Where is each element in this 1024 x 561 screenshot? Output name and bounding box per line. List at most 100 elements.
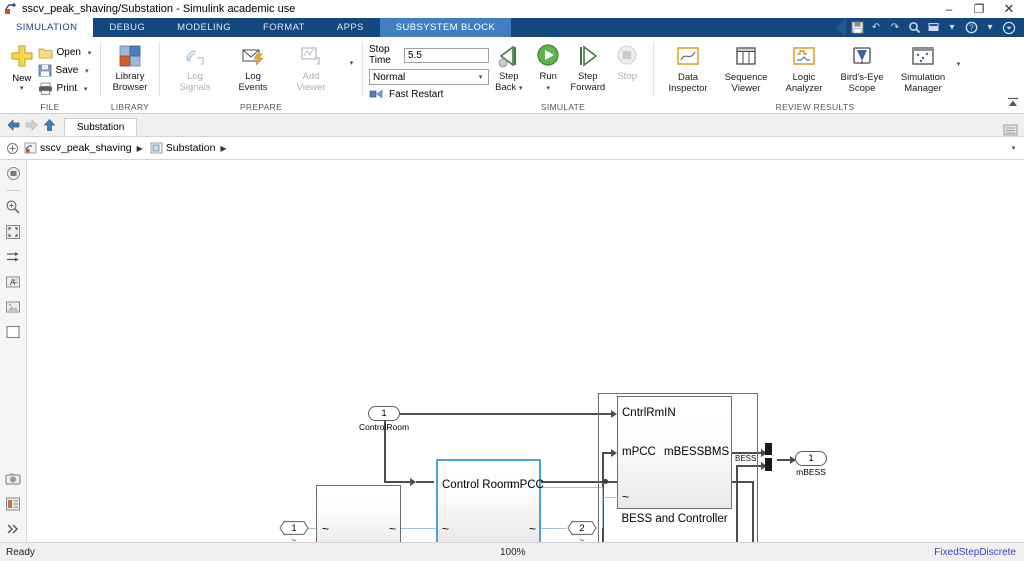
annotation-icon[interactable]: A <box>4 273 22 291</box>
qat-more-options-icon[interactable] <box>1001 20 1017 35</box>
data-inspector-icon <box>676 44 700 70</box>
status-zoom-level[interactable]: 100% <box>500 546 526 558</box>
simulation-mode-caret-icon[interactable]: ▾ <box>478 73 483 81</box>
stop-time-input[interactable] <box>404 47 489 63</box>
new-caret-icon[interactable]: ▾ <box>20 85 24 92</box>
outport-pcc[interactable]: 2 <box>567 521 597 535</box>
data-inspector-button[interactable]: Data Inspector <box>660 42 716 94</box>
back-arrow-icon[interactable] <box>6 118 21 132</box>
tab-subsystem-block[interactable]: SUBSYSTEM BLOCK <box>379 18 512 37</box>
simulation-mode-select[interactable]: Normal ▾ <box>369 69 489 85</box>
data-inspector-label-line2: Inspector <box>668 83 708 94</box>
stop-time-field[interactable]: Stop Time <box>369 44 489 66</box>
tab-apps[interactable]: APPS <box>336 22 364 33</box>
save-button[interactable]: Save ▾ <box>38 62 94 79</box>
signal-routing-icon[interactable] <box>4 248 22 266</box>
up-arrow-icon[interactable] <box>42 118 57 132</box>
birds-eye-scope-button[interactable]: Bird's-Eye Scope <box>832 42 892 94</box>
breadcrumb-item-model[interactable]: sscv_peak_shaving ▶ <box>24 142 145 154</box>
hex-port-shape-2 <box>567 521 597 535</box>
expand-panel-icon[interactable] <box>4 520 22 538</box>
maximize-button[interactable]: ❐ <box>973 2 985 16</box>
open-caret-icon[interactable]: ▾ <box>87 49 92 57</box>
prepare-overflow-caret-icon[interactable]: ▾ <box>349 60 354 67</box>
forward-arrow-icon[interactable] <box>24 118 39 132</box>
stop-button[interactable]: Stop <box>608 41 648 82</box>
block-transformer[interactable] <box>316 485 401 542</box>
log-signals-button[interactable]: Log Signals <box>166 41 224 93</box>
camera-icon[interactable] <box>4 470 22 488</box>
file-tab-substation[interactable]: Substation <box>64 118 138 136</box>
wire-mpcc-down <box>752 481 754 542</box>
arrow-into-bess-mpcc <box>611 449 617 457</box>
qat-search-icon[interactable] <box>906 20 922 35</box>
qat-layout-icon[interactable] <box>925 20 941 35</box>
library-browser-button[interactable]: Library Browser <box>107 41 153 93</box>
logic-analyzer-button[interactable]: Logic Analyzer <box>776 42 832 94</box>
run-button[interactable]: Run ▾ <box>529 41 569 94</box>
toolbar-separator <box>6 190 20 191</box>
notes-icon[interactable] <box>4 495 22 513</box>
ribbon-collapse-button[interactable] <box>1006 96 1020 111</box>
logic-analyzer-label-line1: Logic <box>792 72 816 83</box>
tab-simulation[interactable]: SIMULATION <box>0 18 94 37</box>
bess-port-tilde: ~ <box>622 490 630 504</box>
qat-layout-dropdown-icon[interactable]: ▾ <box>949 22 955 33</box>
fast-restart-icon <box>369 89 383 99</box>
stop-icon <box>614 43 640 69</box>
minimize-button[interactable]: – <box>945 2 953 16</box>
inport-transformer[interactable]: 1 <box>279 521 309 535</box>
step-back-caret-icon[interactable]: ▾ <box>518 85 523 92</box>
simulation-manager-button[interactable]: Simulation Manager <box>892 42 954 94</box>
print-button[interactable]: Print ▾ <box>38 80 94 97</box>
ribbon-group-review-results: Data Inspector Sequence <box>654 37 976 113</box>
qat-save-icon[interactable] <box>849 20 865 35</box>
outport-mbess[interactable]: 1 <box>795 451 827 466</box>
sequence-viewer-button[interactable]: Sequence Viewer <box>716 42 776 94</box>
log-signals-label-line1: Log <box>187 71 203 82</box>
run-caret-icon[interactable]: ▾ <box>546 85 550 92</box>
tab-format[interactable]: FORMAT <box>263 22 305 33</box>
add-viewer-button[interactable]: Add Viewer <box>282 41 340 93</box>
breadcrumb-item-substation[interactable]: Substation ▶ <box>150 142 229 154</box>
area-icon[interactable] <box>4 323 22 341</box>
breadcrumb-dropdown-caret-icon[interactable]: ▾ <box>1011 145 1016 152</box>
sequence-viewer-icon <box>734 44 758 70</box>
block-pcc-measurements[interactable] <box>436 459 541 542</box>
status-solver[interactable]: FixedStepDiscrete <box>934 546 1016 558</box>
zoom-icon[interactable] <box>4 198 22 216</box>
save-caret-icon[interactable]: ▾ <box>85 67 89 75</box>
title-bar: sscv_peak_shaving/Substation - Simulink … <box>0 0 1024 18</box>
block-pcc-port-label-mpcc: mPCC <box>510 479 544 491</box>
step-forward-label-line2: Forward <box>570 82 606 93</box>
expand-icon[interactable] <box>6 142 19 155</box>
fast-restart-button[interactable]: Fast Restart <box>369 88 489 100</box>
qat-help-icon[interactable]: ? <box>963 20 979 35</box>
mux-segment-bottom[interactable] <box>765 458 772 471</box>
print-caret-icon[interactable]: ▾ <box>83 85 88 93</box>
qat-undo-icon[interactable]: ↶ <box>871 22 881 33</box>
inport-controlroom[interactable]: 1 <box>368 406 400 421</box>
new-icon <box>9 43 35 72</box>
model-explorer-icon[interactable] <box>4 164 22 182</box>
fit-to-view-icon[interactable] <box>4 223 22 241</box>
log-events-button[interactable]: Log Events <box>224 41 282 93</box>
ribbon-tab-bar: SIMULATION DEBUG MODELING FORMAT APPS SU… <box>0 18 1024 37</box>
tab-debug[interactable]: DEBUG <box>109 22 146 33</box>
qat-redo-icon[interactable]: ↷ <box>890 22 900 33</box>
model-browser-icon[interactable] <box>1003 124 1018 136</box>
model-canvas[interactable]: ~ ~ Transformer 1 ~ 1 ControlRoom Contro… <box>27 160 1024 542</box>
block-bess-and-controller[interactable] <box>617 396 732 509</box>
library-browser-icon <box>118 43 142 69</box>
mux-segment-top[interactable] <box>765 443 772 455</box>
step-forward-button[interactable]: Step Forward <box>568 41 608 93</box>
block-pcc-port-label-controlroom: Control Room <box>442 479 513 491</box>
new-button[interactable]: New ▾ <box>6 41 38 92</box>
close-button[interactable]: ✕ <box>1003 1 1015 16</box>
step-back-button[interactable]: Step Back ▾ <box>489 41 529 94</box>
qat-help-dropdown-icon[interactable]: ▾ <box>987 22 993 33</box>
image-icon[interactable] <box>4 298 22 316</box>
review-overflow-caret-icon[interactable]: ▾ <box>956 61 961 68</box>
tab-modeling[interactable]: MODELING <box>177 22 232 33</box>
open-button[interactable]: Open ▾ <box>38 44 94 61</box>
